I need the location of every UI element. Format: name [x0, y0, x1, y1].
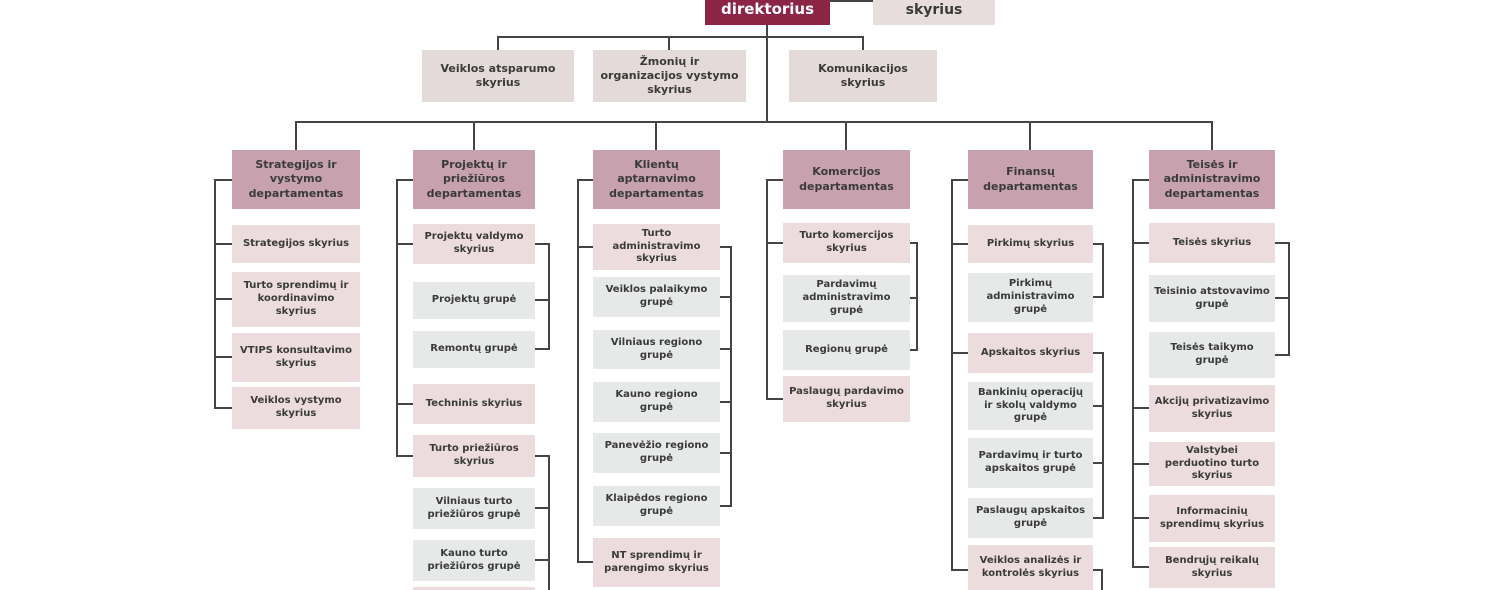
- org-box: Pirkimų skyrius: [968, 225, 1093, 263]
- org-box: Turto priežiūros skyrius: [413, 435, 535, 477]
- dept-header-klientu: Klientų aptarnavimo departamentas: [593, 150, 720, 209]
- org-box: Klaipėdos regiono grupė: [593, 486, 720, 526]
- org-box: Veiklos vystymo skyrius: [232, 387, 360, 429]
- level2-box-veiklos-atsparumo: Veiklos atsparumo skyrius: [422, 50, 574, 102]
- partial-box: [413, 587, 535, 590]
- org-box: Techninis skyrius: [413, 384, 535, 424]
- org-box: Kauno regiono grupė: [593, 382, 720, 422]
- org-box: Turto administravimo skyrius: [593, 224, 720, 270]
- top-right-skyrius-box: skyrius: [873, 0, 995, 25]
- org-box: Informacinių sprendimų skyrius: [1149, 495, 1275, 542]
- dept-header-finansu: Finansų departamentas: [968, 150, 1093, 209]
- org-box: VTIPS konsultavimo skyrius: [232, 333, 360, 382]
- org-box: Turto komercijos skyrius: [783, 223, 910, 263]
- level2-box-zmoniu-ir-organizacijos: Žmonių ir organizacijos vystymo skyrius: [593, 50, 746, 102]
- org-box: Paslaugų apskaitos grupė: [968, 498, 1093, 538]
- dept-header-komercijos: Komercijos departamentas: [783, 150, 910, 209]
- org-box: Vilniaus turto priežiūros grupė: [413, 488, 535, 529]
- dept-header-projektu: Projektų ir priežiūros departamentas: [413, 150, 535, 209]
- org-box: Teisės skyrius: [1149, 223, 1275, 263]
- org-box: Teisinio atstovavimo grupė: [1149, 275, 1275, 322]
- org-box: Teisės taikymo grupė: [1149, 332, 1275, 378]
- org-box: Veiklos palaikymo grupė: [593, 277, 720, 317]
- org-box: Kauno turto priežiūros grupė: [413, 540, 535, 581]
- org-box: Paslaugų pardavimo skyrius: [783, 376, 910, 422]
- org-box: Pardavimų administravimo grupė: [783, 275, 910, 322]
- director-box: direktorius: [705, 0, 830, 25]
- org-box: Veiklos analizės ir kontrolės skyrius: [968, 545, 1093, 590]
- org-box: Regionų grupė: [783, 330, 910, 370]
- level2-box-komunikacijos: Komunikacijos skyrius: [789, 50, 937, 102]
- org-box: Projektų valdymo skyrius: [413, 224, 535, 264]
- org-box: NT sprendimų ir parengimo skyrius: [593, 538, 720, 587]
- org-box: Turto sprendimų ir koordinavimo skyrius: [232, 272, 360, 327]
- org-box: Projektų grupė: [413, 282, 535, 319]
- org-box: Remontų grupė: [413, 331, 535, 368]
- org-box: Bankinių operacijų ir skolų valdymo grup…: [968, 382, 1093, 430]
- dept-header-strategijos: Strategijos ir vystymo departamentas: [232, 150, 360, 209]
- org-box: Vilniaus regiono grupė: [593, 330, 720, 369]
- org-box: Bendrųjų reikalų skyrius: [1149, 547, 1275, 588]
- org-box: Akcijų privatizavimo skyrius: [1149, 385, 1275, 432]
- org-box: Apskaitos skyrius: [968, 333, 1093, 373]
- org-box: Pirkimų administravimo grupė: [968, 273, 1093, 322]
- org-box: Pardavimų ir turto apskaitos grupė: [968, 438, 1093, 488]
- org-box: Valstybei perduotino turto skyrius: [1149, 442, 1275, 486]
- org-box: Panevėžio regiono grupė: [593, 433, 720, 473]
- org-box: Strategijos skyrius: [232, 225, 360, 263]
- dept-header-teises: Teisės ir administravimo departamentas: [1149, 150, 1275, 209]
